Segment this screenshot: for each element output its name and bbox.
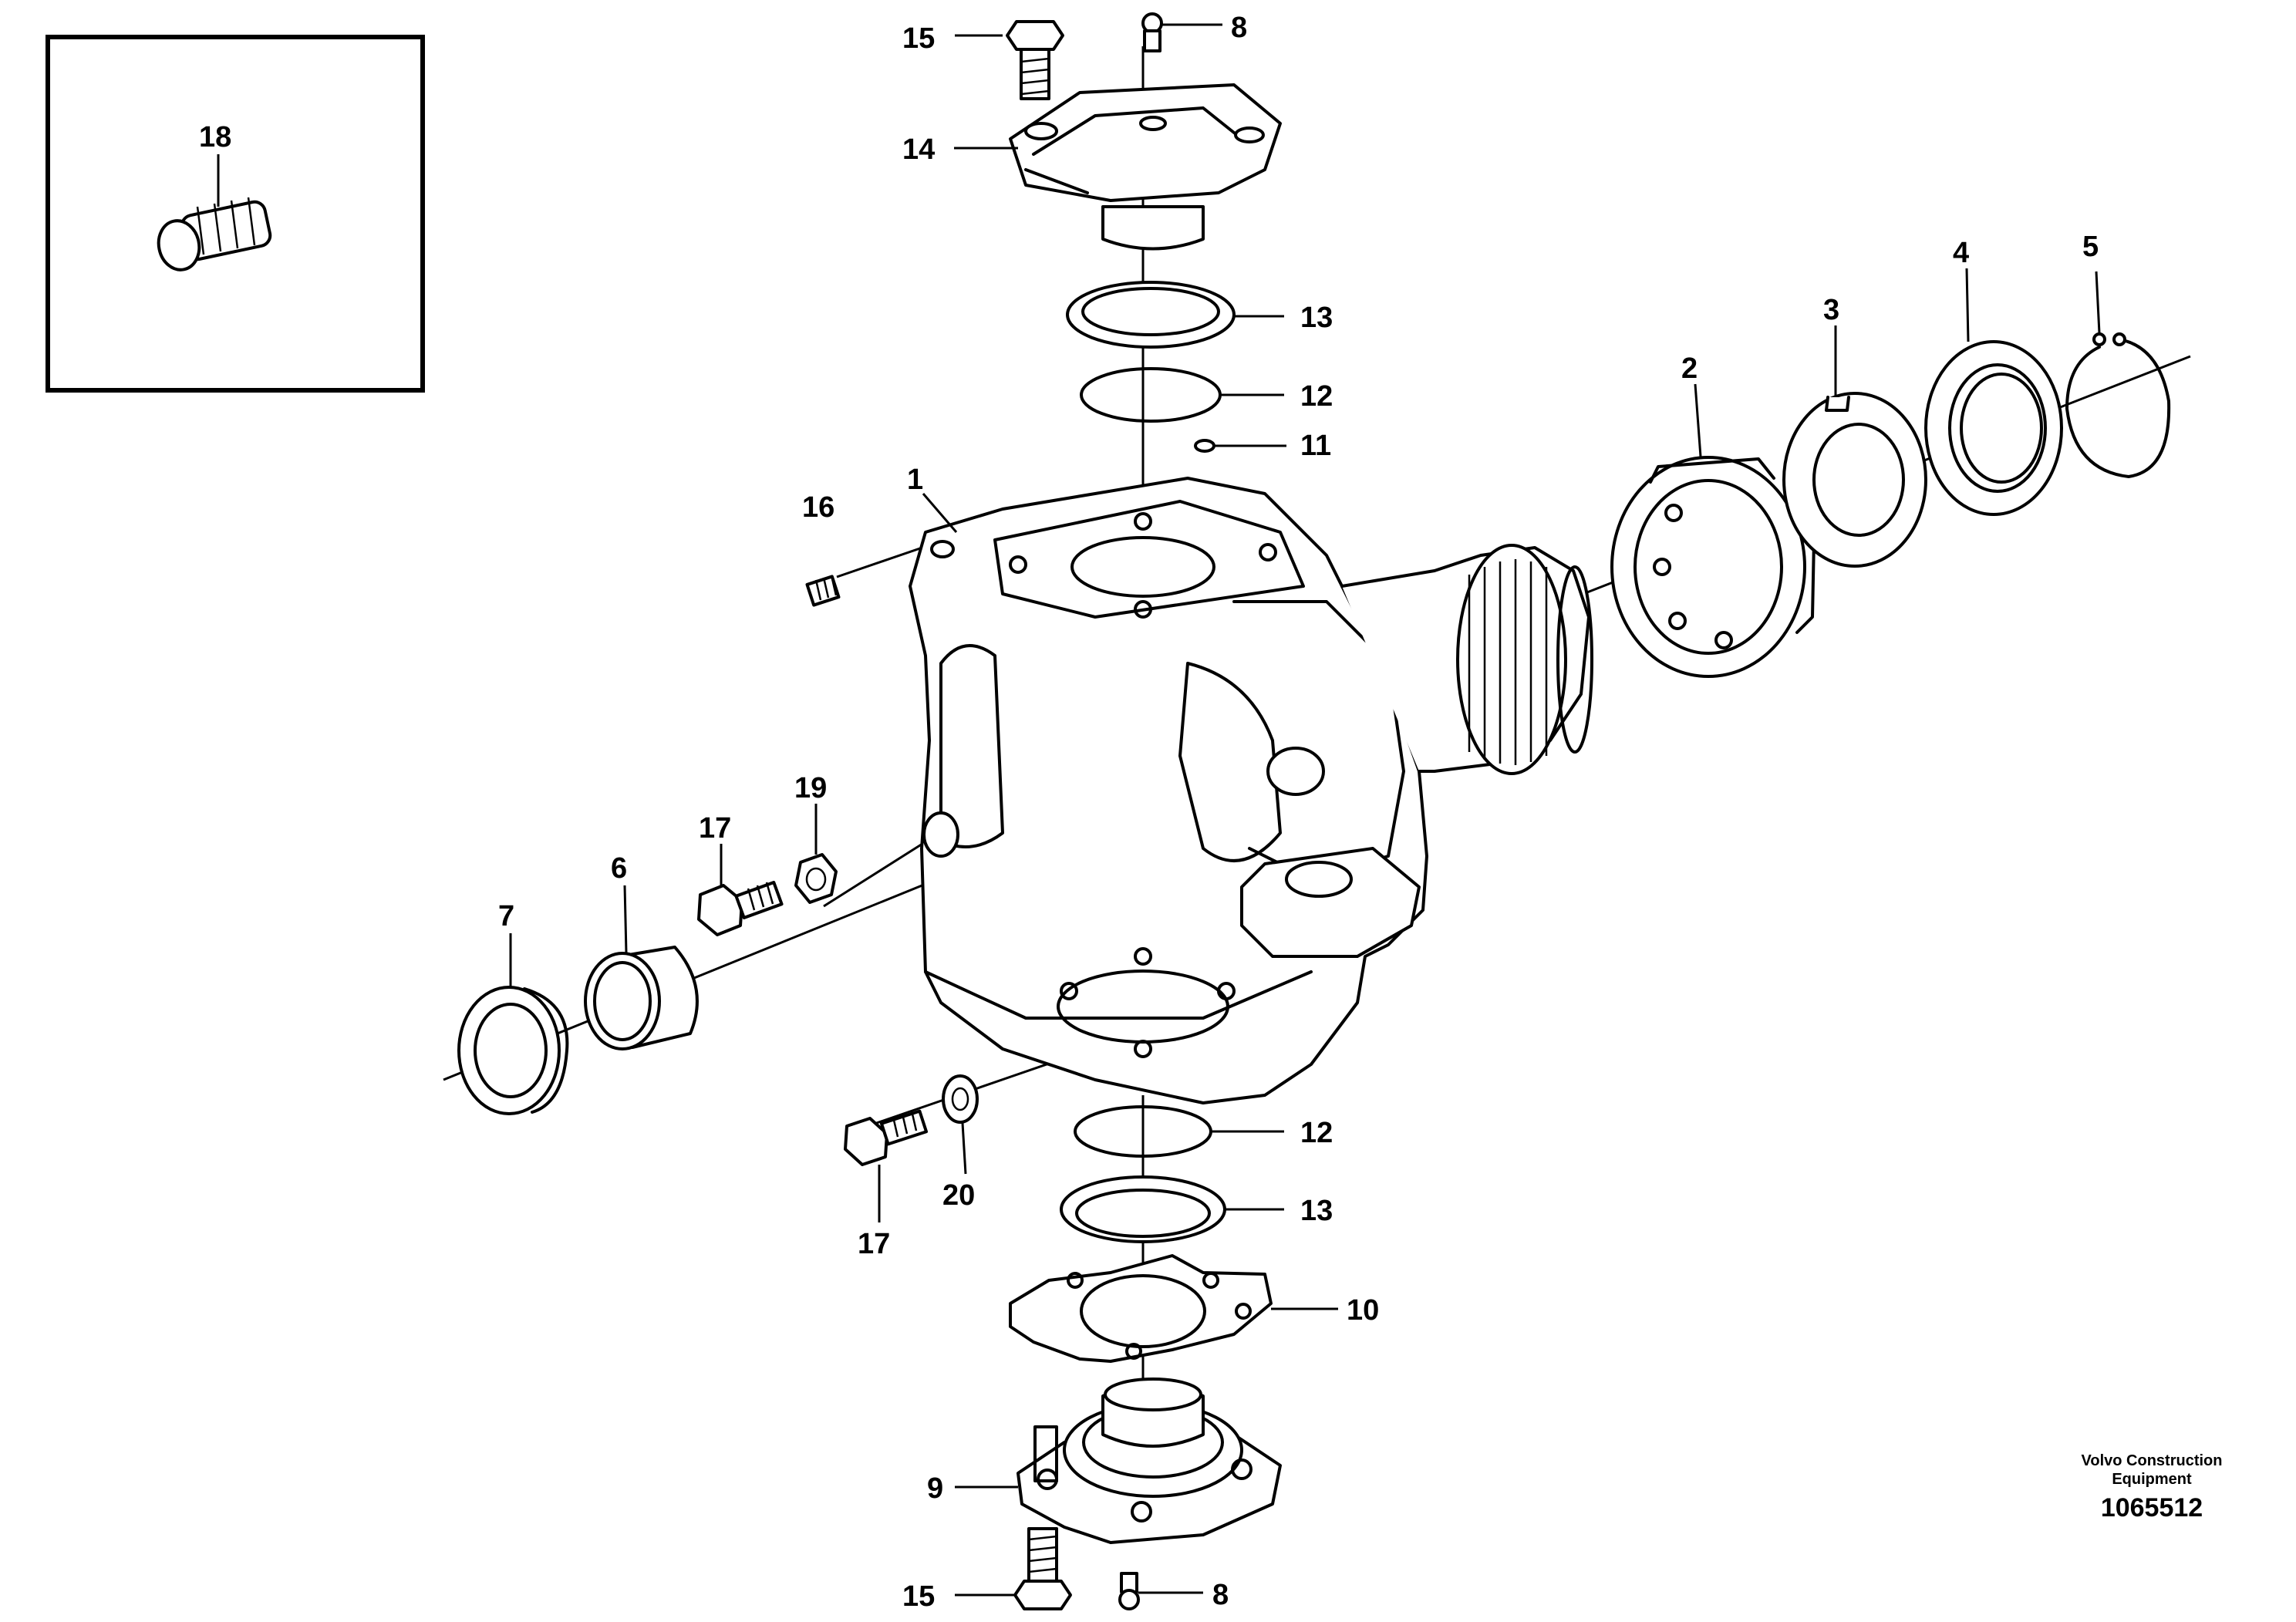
callout-19: 19 bbox=[794, 772, 827, 804]
callout-8-top: 8 bbox=[1231, 12, 1247, 44]
callout-12-top: 12 bbox=[1300, 380, 1333, 413]
inset-box bbox=[46, 35, 425, 393]
callout-13-bottom: 13 bbox=[1300, 1195, 1333, 1227]
part-3-tab-washer bbox=[1782, 392, 1927, 568]
callout-10: 10 bbox=[1347, 1294, 1379, 1327]
part-10-gasket bbox=[1009, 1254, 1273, 1363]
part-11-small-ring bbox=[1194, 439, 1215, 453]
part-16-set-screw bbox=[805, 575, 841, 607]
callout-6: 6 bbox=[611, 852, 627, 885]
part-7-seal bbox=[457, 986, 569, 1115]
drawing-number: 1065512 bbox=[2101, 1493, 2203, 1523]
callout-2: 2 bbox=[1681, 352, 1698, 385]
part-15-bolt-top bbox=[1006, 20, 1064, 100]
callout-1: 1 bbox=[907, 464, 923, 496]
part-6-bushing bbox=[584, 946, 699, 1050]
callout-16: 16 bbox=[802, 491, 834, 524]
part-17-bolt-top bbox=[697, 881, 784, 936]
callout-17-top: 17 bbox=[699, 812, 731, 845]
callout-5: 5 bbox=[2082, 231, 2099, 263]
part-17-bolt-bottom bbox=[844, 1109, 929, 1166]
callout-11: 11 bbox=[1300, 430, 1331, 462]
company-name-line2: Equipment bbox=[2112, 1471, 2192, 1488]
part-8-grease-nipple-bottom bbox=[1118, 1572, 1140, 1610]
callout-8-bottom: 8 bbox=[1212, 1579, 1229, 1611]
part-15-bolt-bottom bbox=[1013, 1527, 1072, 1610]
part-18-grease-fitting bbox=[157, 154, 272, 271]
part-19-lock-nut bbox=[794, 853, 838, 904]
part-12-o-ring-top bbox=[1080, 367, 1222, 423]
part-1-knuckle-housing bbox=[909, 477, 1593, 1104]
callout-4: 4 bbox=[1953, 237, 1969, 269]
part-8-grease-nipple-top bbox=[1141, 12, 1163, 52]
part-13-seal-ring-bottom bbox=[1060, 1175, 1226, 1243]
callout-3: 3 bbox=[1823, 294, 1839, 326]
callout-18: 18 bbox=[199, 121, 231, 153]
callout-14: 14 bbox=[902, 133, 935, 166]
footer: Volvo Construction Equipment 1065512 bbox=[2082, 1452, 2223, 1523]
callout-13-top: 13 bbox=[1300, 302, 1333, 334]
callout-7: 7 bbox=[498, 900, 514, 932]
callout-15-top: 15 bbox=[902, 22, 935, 55]
callout-15-bottom: 15 bbox=[902, 1580, 935, 1613]
part-9-bearing-cap-bottom bbox=[1017, 1378, 1282, 1544]
leader-lines bbox=[509, 23, 2101, 1597]
part-4-seal bbox=[1924, 340, 2063, 516]
part-14-bearing-cap-top bbox=[1009, 83, 1282, 251]
part-13-seal-ring-top bbox=[1066, 281, 1236, 349]
part-5-snap-ring bbox=[2065, 332, 2171, 478]
callout-17-bottom: 17 bbox=[858, 1228, 890, 1260]
part-20-washer bbox=[942, 1074, 979, 1124]
company-name-line1: Volvo Construction bbox=[2082, 1452, 2223, 1469]
callout-labels: 15 8 14 13 12 11 1 16 18 2 3 4 5 19 17 6… bbox=[199, 12, 2099, 1613]
callout-9: 9 bbox=[927, 1472, 943, 1505]
callout-20: 20 bbox=[942, 1179, 975, 1212]
callout-12-bottom: 12 bbox=[1300, 1117, 1333, 1149]
